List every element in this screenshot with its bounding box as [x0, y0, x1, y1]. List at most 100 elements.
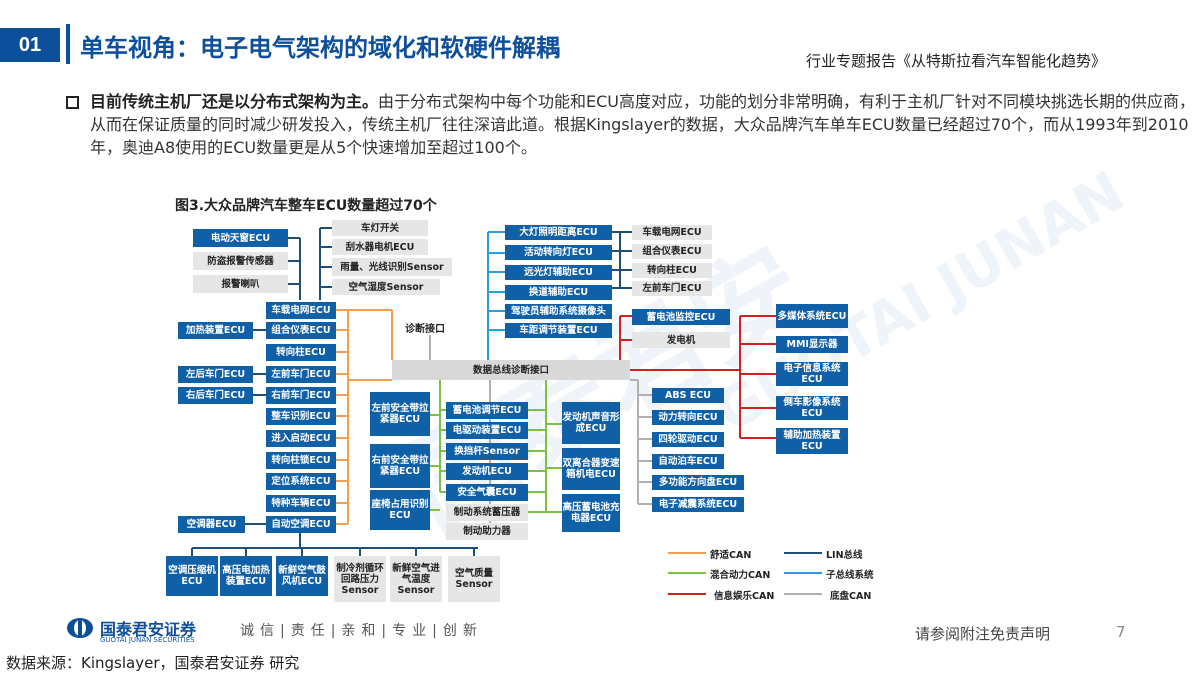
aux-heater-ecu: 辅助加热装置ECU — [776, 428, 848, 454]
body-text: 由于分布式架构中每个功能和ECU高度对应，功能的划分非常明确，有利于主机厂针对不… — [90, 92, 1196, 157]
section-number: 01 — [0, 28, 60, 62]
entry-start-ecu: 进入启动ECU — [266, 430, 336, 447]
vehicle-id-ecu: 整车识别ECU — [266, 408, 336, 425]
generator: 发电机 — [632, 332, 730, 348]
instrument-cluster-ecu-2: 组合仪表ECU — [632, 244, 712, 259]
comfort-can-lines — [336, 309, 393, 525]
rain-light-sensor: 雨量、光线识别Sensor — [332, 258, 452, 276]
awd-ecu: 四轮驱动ECU — [652, 432, 724, 447]
front-right-door-ecu: 右前车门ECU — [266, 387, 336, 404]
steering-lock-ecu: 转向柱锁ECU — [266, 452, 336, 469]
auto-park-ecu: 自动泊车ECU — [652, 454, 724, 469]
front-left-door-ecu: 左前车门ECU — [266, 366, 336, 383]
power-steering-ecu: 动力转向ECU — [652, 410, 724, 425]
legend-label-info: 信息娱乐CAN — [714, 591, 775, 602]
front-left-door-ecu-2: 左前车门ECU — [632, 281, 712, 296]
title-accent-bar — [66, 24, 70, 64]
sub-bus-lines — [487, 231, 505, 360]
onboard-grid-ecu-2: 车载电网ECU — [632, 225, 712, 240]
page-title: 单车视角：电子电气架构的域化和软硬件解耦 — [80, 34, 560, 62]
rear-left-door-ecu: 左后车门ECU — [178, 366, 253, 383]
mmi-display: MMI显示器 — [776, 336, 848, 353]
cornering-light-ecu: 活动转向灯ECU — [505, 245, 612, 260]
report-name: 行业专题报告《从特斯拉看汽车智能化趋势》 — [806, 52, 1107, 70]
legend-swatch-info — [668, 593, 706, 595]
hybrid-can-lines — [430, 380, 562, 513]
legend-label-lin: LIN总线 — [826, 550, 863, 561]
front-left-belt-tensioner-ecu: 左前安全带拉紧器ECU — [370, 392, 430, 436]
legend-label-comfort: 舒适CAN — [710, 550, 752, 561]
lin-bus-lines — [191, 227, 632, 556]
electric-drive-ecu: 电驱动装置ECU — [446, 422, 528, 439]
fresh-air-temp-sensor: 新鲜空气进气温度Sensor — [390, 556, 442, 602]
distance-control-ecu: 车距调节装置ECU — [505, 323, 612, 338]
disclaimer-link[interactable]: 请参阅附注免责声明 — [915, 625, 1051, 643]
seat-occupancy-ecu: 座椅占用识别ECU — [370, 490, 430, 530]
positioning-system-ecu: 定位系统ECU — [266, 473, 336, 490]
headlight-range-ecu: 大灯照明距离ECU — [505, 225, 612, 240]
data-bus-diag-interface: 数据总线诊断接口 — [392, 360, 630, 380]
engine-ecu: 发动机ECU — [446, 463, 528, 480]
fresh-air-blower-ecu: 新鲜空气鼓风机ECU — [276, 556, 328, 596]
rear-right-door-ecu: 右后车门ECU — [178, 387, 253, 404]
engine-sound-ecu: 发动机声音形成ECU — [562, 402, 620, 444]
front-right-belt-tensioner-ecu: 右前安全带拉紧器ECU — [370, 444, 430, 488]
hv-battery-charger-ecu: 高压蓄电池充电器ECU — [562, 494, 620, 532]
auto-ac-ecu: 自动空调ECU — [266, 516, 336, 533]
humidity-sensor: 空气湿度Sensor — [332, 279, 440, 295]
body-paragraph: 目前传统主机厂还是以分布式架构为主。由于分布式架构中每个功能和ECU高度对应，功… — [90, 90, 1198, 159]
instrument-cluster-ecu: 组合仪表ECU — [266, 322, 336, 339]
battery-monitor-ecu: 蓄电池监控ECU — [632, 309, 730, 325]
data-source: 数据来源：Kingslayer，国泰君安证券 研究 — [6, 654, 300, 672]
dct-mechatronic-ecu: 双离合器变速箱机电ECU — [562, 448, 620, 490]
ac-compressor-ecu: 空调压缩机ECU — [166, 556, 218, 596]
alarm-horn: 报警喇叭 — [193, 275, 288, 293]
infotainment-can-lines — [619, 315, 776, 439]
steering-column-ecu-2: 转向柱ECU — [632, 263, 712, 278]
high-beam-assist-ecu: 远光灯辅助ECU — [505, 265, 612, 280]
legend-swatch-lin — [784, 552, 822, 554]
lead-sentence: 目前传统主机厂还是以分布式架构为主。 — [90, 92, 379, 111]
legend-swatch-hybrid — [668, 572, 706, 574]
rear-camera-ecu: 倒车影像系统ECU — [776, 396, 848, 420]
heater-ecu: 加热装置ECU — [178, 322, 253, 339]
anti-theft-sensor: 防盗报警传感器 — [193, 252, 288, 270]
refrigerant-pressure-sensor-box: 制冷剂循环回路压力Sensor — [334, 556, 386, 602]
steering-column-ecu: 转向柱ECU — [266, 344, 336, 361]
logo-name-en: GUOTAI JUNAN SECURITIES — [100, 636, 195, 644]
sunroof-ecu: 电动天窗ECU — [193, 229, 288, 247]
legend-label-hybrid: 混合动力CAN — [710, 570, 771, 581]
light-switch: 车灯开关 — [332, 220, 428, 236]
legend-label-subbus: 子总线系统 — [826, 570, 874, 581]
lane-change-assist-ecu: 换道辅助ECU — [505, 285, 612, 300]
multifunction-wheel-ecu: 多功能方向盘ECU — [652, 475, 744, 490]
onboard-grid-ecu: 车载电网ECU — [266, 302, 336, 319]
legend-swatch-comfort — [668, 552, 706, 554]
brake-booster: 制动助力器 — [446, 523, 528, 540]
airbag-ecu: 安全气囊ECU — [446, 484, 528, 501]
figure-title: 图3.大众品牌汽车整车ECU数量超过70个 — [175, 198, 437, 214]
company-motto: 诚信|责任|亲和|专业|创新 — [240, 623, 483, 639]
legend-swatch-subbus — [784, 572, 822, 574]
hv-heater-ecu: 高压电加热装置ECU — [220, 556, 272, 596]
square-bullet-icon — [66, 96, 79, 109]
gear-lever-sensor: 换挡杆Sensor — [446, 443, 528, 460]
e-info-ecu: 电子信息系统ECU — [776, 362, 848, 386]
driver-assist-camera: 驾驶员辅助系统摄像头 — [505, 304, 612, 319]
air-quality-sensor: 空气质量Sensor — [448, 556, 500, 602]
legend-swatch-chassis — [784, 593, 822, 595]
special-vehicle-ecu: 特种车辆ECU — [266, 495, 336, 512]
ac-unit-ecu: 空调器ECU — [178, 516, 245, 533]
wiper-motor-ecu: 刮水器电机ECU — [332, 239, 428, 255]
brake-accumulator: 制动系统蓄压器 — [446, 504, 528, 521]
diag-port-label: 诊断接口 — [402, 320, 448, 335]
battery-regulation-ecu: 蓄电池调节ECU — [446, 402, 528, 419]
page-number: 7 — [1116, 623, 1126, 641]
legend-box: 舒适CAN LIN总线 混合动力CAN 子总线系统 信息娱乐CAN 底盘CAN — [660, 538, 880, 606]
electronic-damping-ecu: 电子减震系统ECU — [652, 497, 744, 512]
legend-label-chassis: 底盘CAN — [830, 591, 872, 602]
abs-ecu: ABS ECU — [652, 388, 724, 403]
logo-name-cn: 国泰君安证券 — [100, 620, 197, 639]
multimedia-ecu: 多媒体系统ECU — [776, 304, 848, 328]
